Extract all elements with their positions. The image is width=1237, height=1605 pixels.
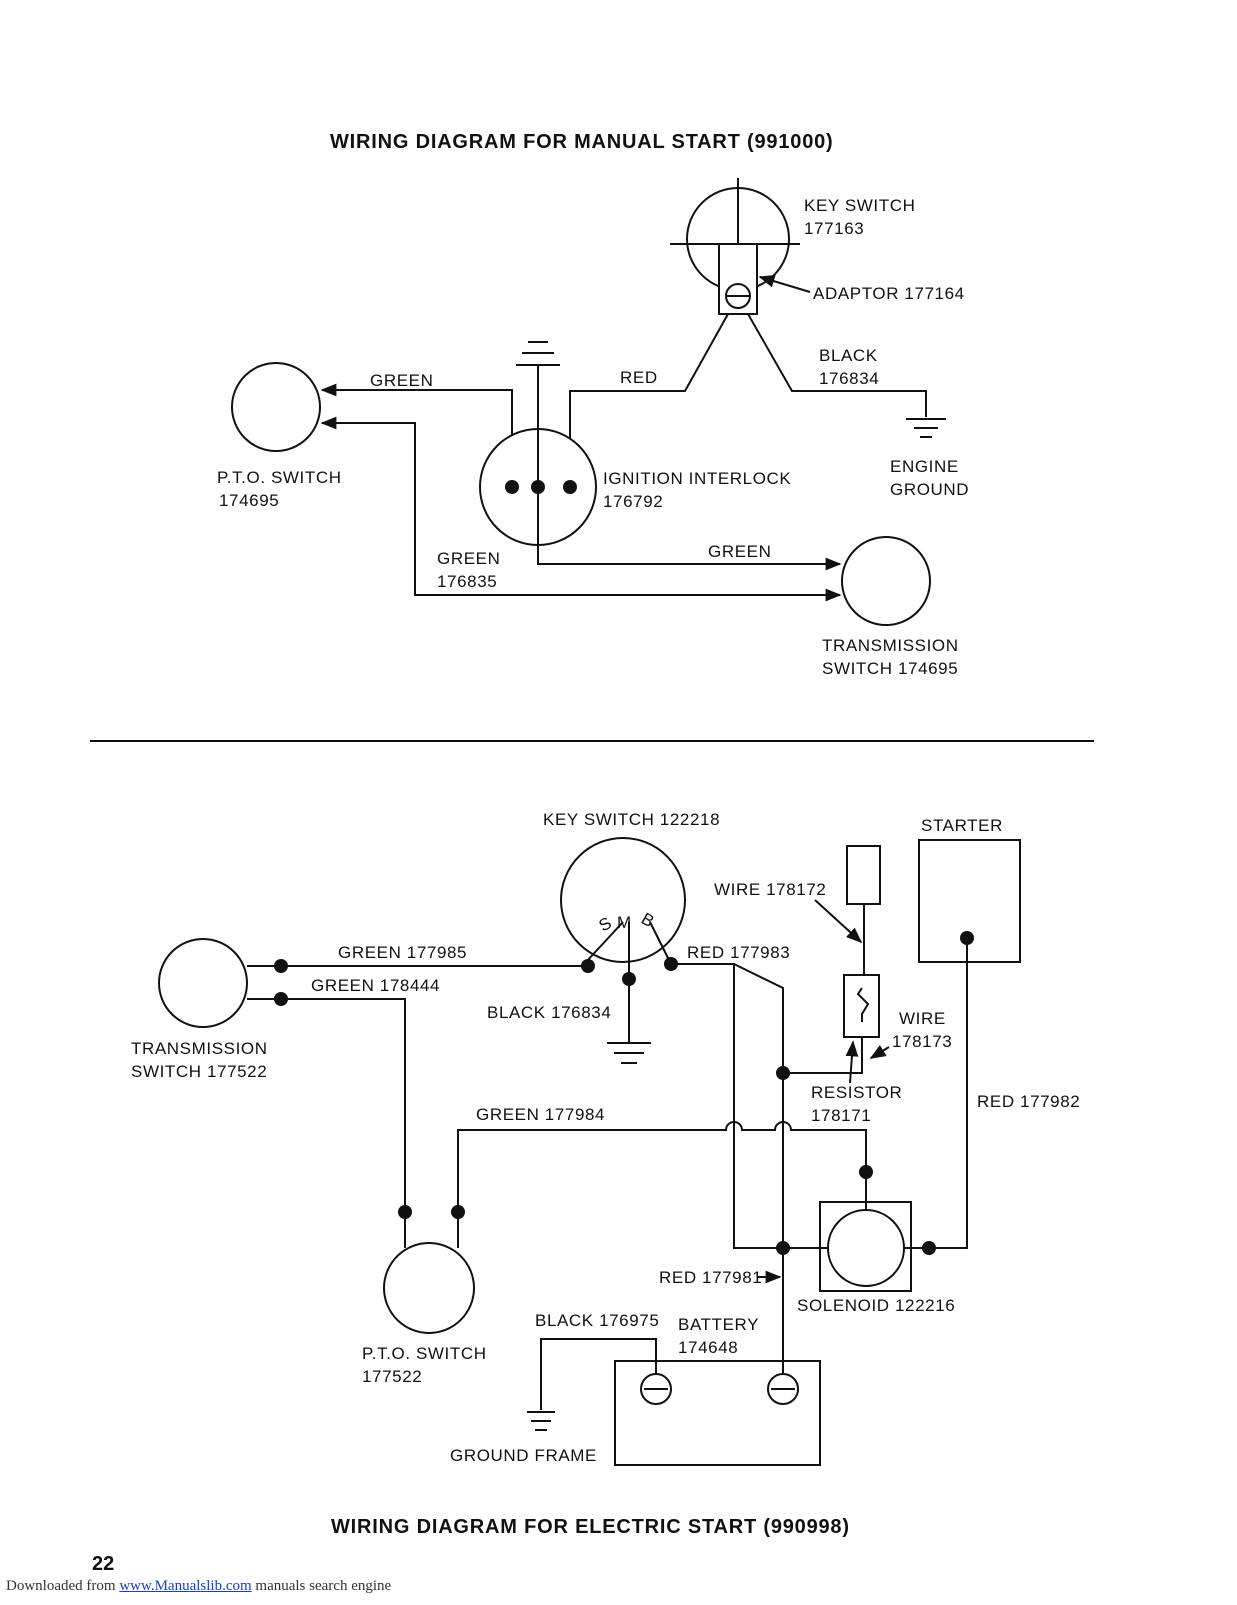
battery-label: BATTERY bbox=[678, 1315, 759, 1334]
pto-177522-label: P.T.O. SWITCH bbox=[362, 1344, 487, 1363]
black-part: 176834 bbox=[819, 369, 879, 388]
ignition-label: IGNITION INTERLOCK bbox=[603, 469, 791, 488]
red-177983-label: RED 177983 bbox=[687, 943, 790, 962]
transmission-177522-part: SWITCH 177522 bbox=[131, 1062, 267, 1081]
green-178444-wire bbox=[247, 998, 406, 1212]
wire-178173-label-1: WIRE bbox=[899, 1009, 946, 1028]
red-177982-label: RED 177982 bbox=[977, 1092, 1080, 1111]
transmission-177522-label: TRANSMISSION bbox=[131, 1039, 268, 1058]
solenoid-label: SOLENOID 122216 bbox=[797, 1296, 955, 1315]
red-177983-wire bbox=[671, 963, 783, 1249]
green-low-part: 176835 bbox=[437, 572, 497, 591]
red-label: RED bbox=[620, 368, 658, 387]
footer-prefix: Downloaded from bbox=[6, 1578, 120, 1594]
black-wire bbox=[747, 313, 927, 417]
pto-177522-part: 177522 bbox=[362, 1367, 422, 1386]
pto-switch-174695 bbox=[231, 362, 321, 452]
manual-start-title: WIRING DIAGRAM FOR MANUAL START (991000) bbox=[330, 131, 834, 153]
footer-suffix: manuals search engine bbox=[251, 1578, 392, 1594]
engine-ground-symbol bbox=[906, 418, 946, 438]
resistor-178171 bbox=[843, 974, 880, 1038]
green-top-label: GREEN bbox=[370, 371, 433, 390]
wire-178172-label: WIRE 178172 bbox=[714, 880, 826, 899]
green-177985-label: GREEN 177985 bbox=[338, 943, 467, 962]
green-trans-label: GREEN bbox=[708, 542, 771, 561]
starter-label: STARTER bbox=[921, 816, 1003, 835]
black-176834-label: BLACK 176834 bbox=[487, 1003, 611, 1022]
key-switch-177163 bbox=[670, 178, 800, 315]
black-label: BLACK bbox=[819, 346, 878, 365]
electric-start-title: WIRING DIAGRAM FOR ELECTRIC START (99099… bbox=[331, 1516, 850, 1538]
pto-switch-177522 bbox=[383, 1242, 475, 1334]
wire-178172-connector bbox=[846, 845, 881, 905]
engine-ground-label-1: ENGINE bbox=[890, 457, 959, 476]
download-footer: Downloaded from www.Manualslib.com manua… bbox=[6, 1578, 391, 1595]
adaptor-label: ADAPTOR 177164 bbox=[813, 284, 965, 303]
key-ground-symbol bbox=[607, 1042, 651, 1064]
transmission-switch-177522 bbox=[158, 938, 248, 1028]
battery-part: 174648 bbox=[678, 1338, 738, 1357]
red-wire bbox=[569, 313, 729, 487]
key-switch-122218-label: KEY SWITCH 122218 bbox=[543, 810, 720, 829]
green-wire-transmission bbox=[537, 487, 842, 571]
red-177981-label: RED 177981 bbox=[659, 1268, 762, 1287]
black-176975-wire bbox=[540, 1338, 657, 1410]
pto-switch-part: 174695 bbox=[219, 491, 279, 510]
pto-switch-label: P.T.O. SWITCH bbox=[217, 468, 342, 487]
ground-frame-symbol bbox=[527, 1411, 555, 1431]
black-176975-label: BLACK 176975 bbox=[535, 1311, 659, 1330]
resistor-part: 178171 bbox=[811, 1106, 871, 1125]
green-177984-label: GREEN 177984 bbox=[476, 1105, 605, 1124]
terminal-m: M bbox=[617, 913, 632, 932]
green-low-label: GREEN bbox=[437, 549, 500, 568]
green-177984-wire bbox=[457, 1121, 867, 1212]
manualslib-link[interactable]: www.Manualslib.com bbox=[119, 1578, 252, 1594]
red-177982-wire bbox=[929, 938, 968, 1249]
wire-178173-label-2: 178173 bbox=[892, 1032, 952, 1051]
key-switch-part: 177163 bbox=[804, 219, 864, 238]
transmission-label: TRANSMISSION bbox=[822, 636, 959, 655]
ignition-part: 176792 bbox=[603, 492, 663, 511]
green-178444-label: GREEN 178444 bbox=[311, 976, 440, 995]
ground-frame-label: GROUND FRAME bbox=[450, 1446, 597, 1465]
engine-ground-label-2: GROUND bbox=[890, 480, 969, 499]
resistor-label: RESISTOR bbox=[811, 1083, 902, 1102]
page-number: 22 bbox=[92, 1553, 114, 1575]
transmission-switch-174695 bbox=[841, 536, 931, 626]
transmission-part: SWITCH 174695 bbox=[822, 659, 958, 678]
key-switch-label: KEY SWITCH bbox=[804, 196, 915, 215]
key-switch-122218 bbox=[560, 837, 686, 963]
